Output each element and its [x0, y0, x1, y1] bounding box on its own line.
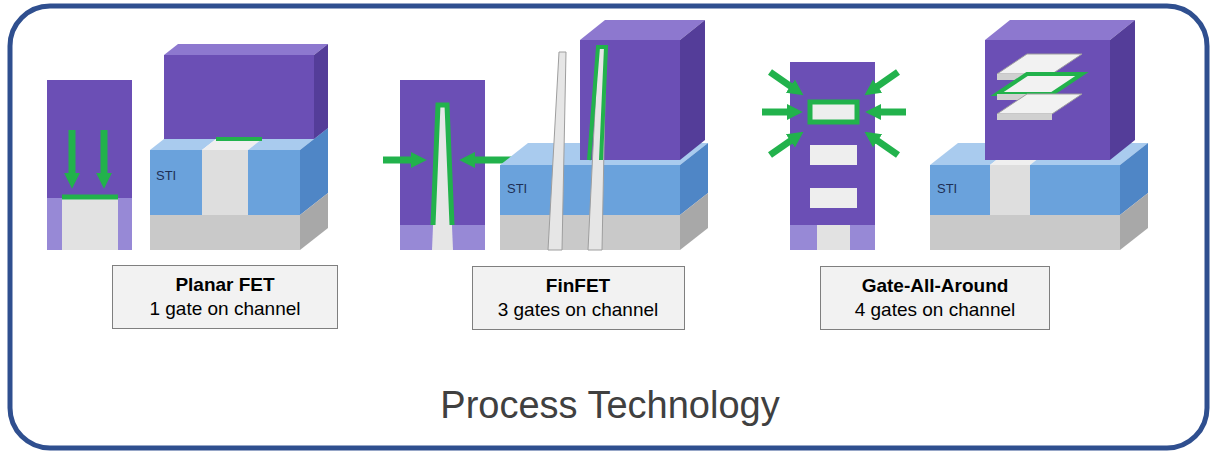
finfet-3d-device-part — [588, 47, 606, 250]
gate-count: 1 gate on channel — [125, 297, 325, 321]
gaa-cross-section-part — [790, 62, 875, 225]
gaa-cross-section-part — [817, 225, 850, 250]
planar-cross-section-part — [69, 130, 76, 176]
gaa-cross-section — [762, 62, 906, 250]
gaa-cross-section-part — [810, 145, 857, 165]
technology-name: Planar FET — [125, 273, 325, 297]
planar-3d-device-part — [150, 215, 300, 250]
gaa-cross-section-part — [770, 139, 793, 155]
caption-box: FinFET3 gates on channel — [472, 266, 685, 330]
finfet-3d-device-part — [680, 193, 708, 250]
gaa-3d-device-part — [985, 20, 1135, 40]
planar-3d-device-part — [216, 137, 262, 141]
gaa-3d-device-part — [997, 114, 1052, 120]
gaa-cross-section-part — [810, 188, 857, 208]
gaa-cross-section-part — [790, 225, 875, 250]
planar-3d-device-part — [164, 55, 314, 139]
finfet-cross-section-part — [433, 105, 452, 225]
gate-count: 3 gates on channel — [485, 298, 672, 322]
gaa-3d-device-part — [930, 215, 1120, 250]
gaa-3d-device-part — [985, 40, 1110, 160]
frame-border — [10, 6, 1207, 448]
planar-3d-device-part — [202, 150, 248, 215]
finfet-3d-device — [500, 20, 708, 250]
gaa-3d-device-part — [990, 165, 1030, 215]
finfet-cross-section-part — [432, 105, 453, 250]
planar-cross-section-part — [62, 198, 118, 250]
planar-3d-device-part — [314, 44, 328, 139]
gaa-cross-section-part — [762, 109, 790, 116]
gaa-3d-device-part — [1120, 193, 1148, 250]
finfet-cross-section — [383, 80, 512, 250]
region-label: STI — [507, 181, 527, 196]
gaa-cross-section-part — [878, 109, 906, 116]
gaa-3d-device-part — [1110, 20, 1135, 160]
finfet-3d-device-part — [548, 52, 566, 250]
planar-cross-section-part — [47, 198, 132, 250]
gaa-3d-device — [930, 20, 1148, 250]
diagram-caption: Process Technology — [440, 383, 779, 427]
finfet-cross-section-part — [383, 157, 414, 164]
gaa-3d-device-part — [1030, 165, 1120, 215]
planar-3d-device-part — [248, 150, 300, 215]
finfet-3d-device-part — [680, 20, 705, 160]
technology-name: Gate-All-Around — [833, 274, 1037, 298]
gaa-3d-device-part — [997, 54, 1082, 74]
planar-cross-section-part — [62, 195, 118, 200]
gaa-3d-device-part — [930, 165, 990, 215]
gaa-3d-device-part — [997, 74, 1082, 94]
gate-count: 4 gates on channel — [833, 298, 1037, 322]
planar-cross-section — [47, 80, 132, 250]
finfet-3d-device-part — [589, 47, 606, 160]
planar-cross-section-part — [47, 80, 132, 198]
region-label: STI — [156, 168, 176, 183]
planar-3d-device-part — [150, 150, 202, 215]
planar-3d-device-part — [300, 193, 328, 250]
planar-3d-device — [150, 44, 328, 250]
planar-3d-device-part — [164, 44, 328, 55]
gaa-cross-section-part — [875, 72, 898, 88]
gaa-cross-section-part — [810, 102, 857, 122]
gaa-cross-section-part — [875, 139, 898, 155]
caption-box: Planar FET1 gate on channel — [112, 265, 338, 329]
caption-box: Gate-All-Around4 gates on channel — [820, 266, 1050, 330]
planar-cross-section-part — [101, 130, 108, 176]
region-label: STI — [937, 181, 957, 196]
gaa-cross-section-part — [770, 72, 793, 88]
technology-name: FinFET — [485, 274, 672, 298]
gaa-3d-device-part — [997, 94, 1082, 114]
